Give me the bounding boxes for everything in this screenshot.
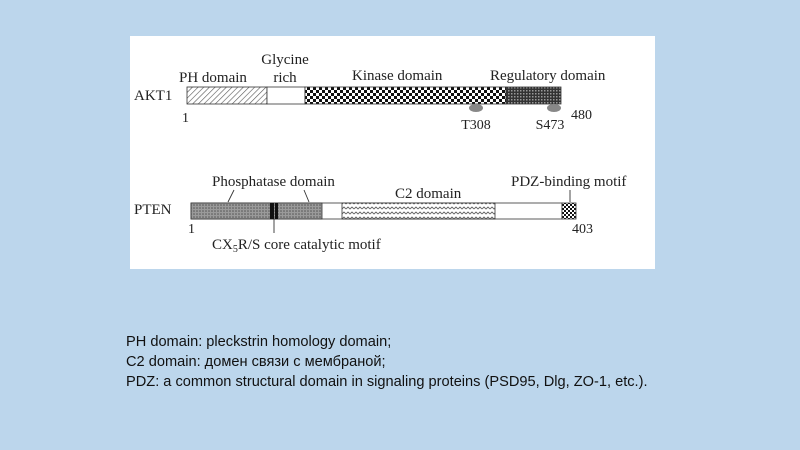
akt1-kinase-domain <box>304 86 507 105</box>
c2-domain-label: C2 domain <box>395 186 462 202</box>
akt1-ph-domain <box>186 86 268 105</box>
cx5rs-motif-band-1 <box>270 203 274 219</box>
t308-phospho-site-marker <box>469 104 483 112</box>
cx5rs-motif-band-2 <box>275 203 278 219</box>
akt1-bar <box>186 86 562 105</box>
akt1-end-label: 480 <box>571 108 592 123</box>
akt1-name: AKT1 <box>134 88 172 104</box>
s473-phospho-site-marker <box>547 104 561 112</box>
caption-line-c2: C2 domain: домен связи с мембраной; <box>126 354 386 370</box>
glycine-rich-label-line2: rich <box>273 70 297 86</box>
cx5rs-motif-label: CX5R/S core catalytic motif <box>212 237 381 255</box>
akt1-glycine-rich-region <box>266 86 306 105</box>
akt1-regulatory-domain <box>505 86 562 105</box>
ph-domain-label: PH domain <box>179 70 247 86</box>
s473-site-label: S473 <box>536 118 565 133</box>
pten-bar <box>190 202 577 220</box>
pten-end-label: 403 <box>572 222 593 237</box>
akt1-start-label: 1 <box>182 111 189 126</box>
phosphatase-leader-left <box>227 189 235 203</box>
pten-phosphatase-domain <box>190 202 323 220</box>
regulatory-domain-label: Regulatory domain <box>490 68 606 84</box>
phosphatase-domain-label: Phosphatase domain <box>212 174 335 190</box>
caption: PH domain: pleckstrin homology domain; C… <box>126 332 696 392</box>
pdz-binding-motif-label: PDZ-binding motif <box>511 174 626 190</box>
pten-c2-domain <box>341 202 496 220</box>
caption-line-pdz: PDZ: a common structural domain in signa… <box>126 374 648 390</box>
pten-pdz-binding-motif <box>561 202 577 220</box>
glycine-rich-label-line1: Glycine <box>261 52 309 68</box>
caption-line-ph: PH domain: pleckstrin homology domain; <box>126 334 392 350</box>
domain-figure: AKT1 1 480 PH domain Glycine rich Kinase… <box>130 36 655 269</box>
pten-start-label: 1 <box>188 222 195 237</box>
pten-name: PTEN <box>134 202 172 218</box>
kinase-domain-label: Kinase domain <box>352 68 443 84</box>
phosphatase-leader-right <box>303 189 310 203</box>
t308-site-label: T308 <box>461 118 491 133</box>
